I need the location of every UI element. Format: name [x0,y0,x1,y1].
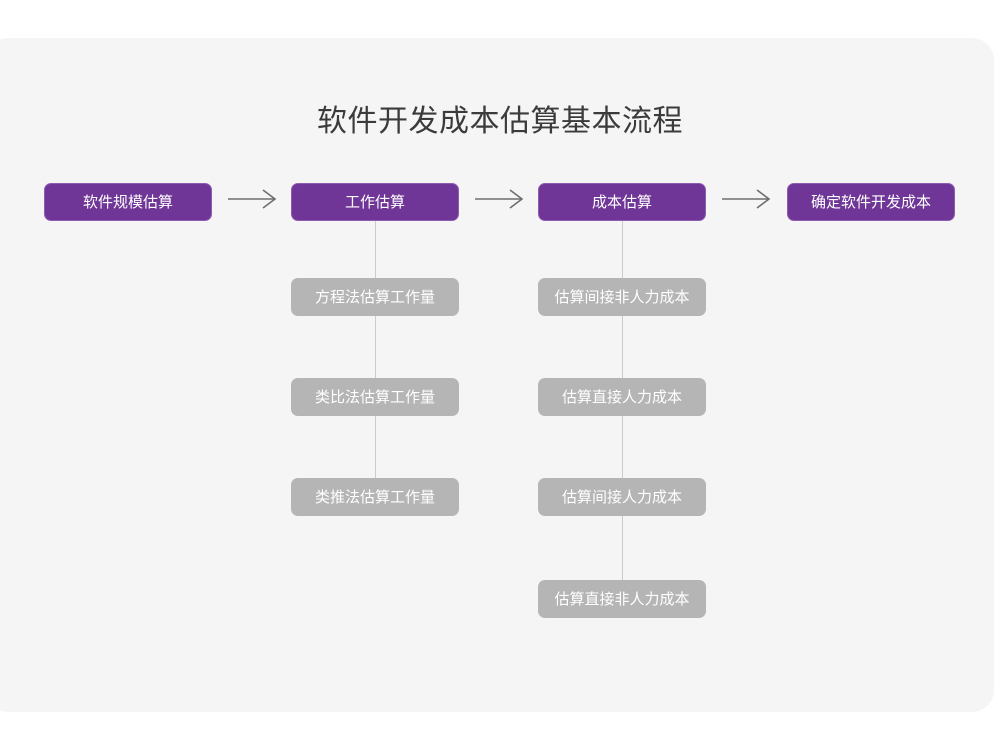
stage-node-3[interactable]: 成本估算 [538,183,706,221]
connector-line [622,516,623,580]
right-arrow-icon-2 [471,186,531,212]
connector-line [375,316,376,378]
right-arrow-icon-1 [224,186,284,212]
substep-node-2-2[interactable]: 类比法估算工作量 [291,378,459,416]
substep-node-3-2[interactable]: 估算直接人力成本 [538,378,706,416]
substep-node-3-1[interactable]: 估算间接非人力成本 [538,278,706,316]
connector-line [375,221,376,278]
connector-line [622,316,623,378]
substep-node-3-4[interactable]: 估算直接非人力成本 [538,580,706,618]
connector-line [375,416,376,478]
substep-node-2-3[interactable]: 类推法估算工作量 [291,478,459,516]
page-title: 软件开发成本估算基本流程 [317,105,683,138]
stage-node-4[interactable]: 确定软件开发成本 [787,183,955,221]
diagram-card-background [0,38,994,712]
right-arrow-icon-3 [718,186,778,212]
stage-node-2[interactable]: 工作估算 [291,183,459,221]
connector-line [622,416,623,478]
connector-line [622,221,623,278]
substep-node-2-1[interactable]: 方程法估算工作量 [291,278,459,316]
stage-node-1[interactable]: 软件规模估算 [44,183,212,221]
substep-node-3-3[interactable]: 估算间接人力成本 [538,478,706,516]
